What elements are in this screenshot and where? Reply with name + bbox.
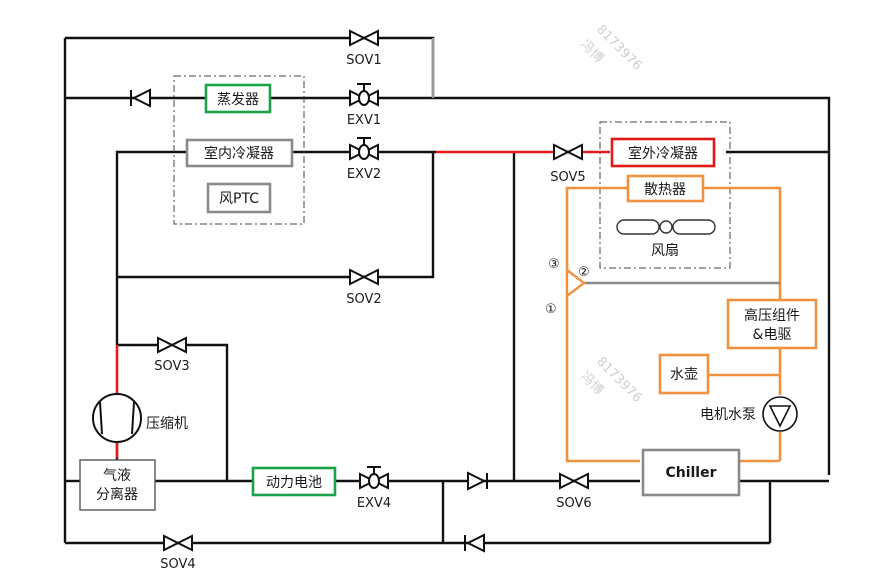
exv2-valve-icon [349,137,379,161]
solenoid-valves [157,29,589,552]
expansion-valves [349,83,389,490]
sov2-label: SOV2 [346,292,381,307]
check-valve-icon [464,533,485,553]
evaporator-label: 蒸发器 [217,92,259,108]
sov5-valve-icon [553,143,583,161]
compressor-icon [92,393,142,443]
outdoor-condenser-label: 室外冷凝器 [628,145,698,162]
port-1-label: ① [545,302,557,317]
pump-icon [762,396,798,432]
exv4-valve-icon [359,466,389,490]
valve-labels: SOV1 EXV1 EXV2 SOV2 SOV3 SOV4 SOV5 SOV6 … [154,53,591,572]
ptc-box [206,182,272,214]
port-3-label: ③ [548,257,560,272]
watermark-number-2: 8173976 [593,354,645,406]
sov2-valve-icon [349,268,379,286]
indoor-condenser-box [185,138,294,168]
watermarks: 8173976 冯博 8173976 冯博 [577,22,645,406]
motor-pump-label: 电机水泵 [700,407,756,423]
check-valve-icon [130,88,151,108]
battery-label: 动力电池 [266,475,322,491]
sov6-valve-icon [559,472,589,490]
watermark-mark: 冯博 [577,37,606,66]
sov6-label: SOV6 [556,496,591,511]
water-kettle-box [658,353,710,395]
sov3-label: SOV3 [154,359,189,374]
check-valves [130,88,488,553]
hv-drive-label-1: 高压组件 [744,307,800,324]
radiator-box [626,174,705,203]
exv2-label: EXV2 [347,167,381,182]
compressor-label: 压缩机 [146,416,188,432]
ptc-label: 风PTC [219,191,259,207]
battery-box [251,466,337,497]
sov5-label: SOV5 [550,170,585,185]
component-labels: 蒸发器 室内冷凝器 风PTC 室外冷凝器 散热器 风扇 高压组件 &电驱 水壶 … [96,92,800,503]
check-valve-icon [467,471,488,491]
sov4-valve-icon [163,534,193,552]
component-boxes [185,83,818,497]
indoor-condenser-label: 室内冷凝器 [204,145,274,162]
port-2-label: ② [578,265,590,280]
separator-box [79,459,156,511]
sov1-valve-icon [349,29,379,47]
separator-label-1: 气液 [103,468,131,484]
chiller-box [641,448,741,497]
coolant-loop [565,186,782,463]
separator-label-2: 分离器 [96,486,138,503]
sov4-label: SOV4 [160,557,195,572]
port-labels: ③ ② ① [545,257,590,317]
exv1-valve-icon [349,83,379,107]
fan-icon [616,219,716,235]
radiator-label: 散热器 [644,182,686,198]
watermark-number: 8173976 [593,22,645,74]
watermark-mark-2: 冯博 [577,369,606,398]
sov3-valve-icon [157,336,187,354]
outdoor-condenser-box [610,137,716,168]
exv1-label: EXV1 [347,113,381,128]
hvac-enclosures [173,75,731,269]
chiller-label: Chiller [665,465,716,481]
three-way-valve-icon [565,267,586,299]
hv-drive-box [726,298,818,350]
water-kettle-label: 水壶 [670,367,698,383]
exv4-label: EXV4 [357,496,391,511]
evaporator-box [204,83,272,114]
hv-drive-label-2: &电驱 [753,327,792,343]
fan-label: 风扇 [651,243,679,259]
sov1-label: SOV1 [346,53,381,68]
